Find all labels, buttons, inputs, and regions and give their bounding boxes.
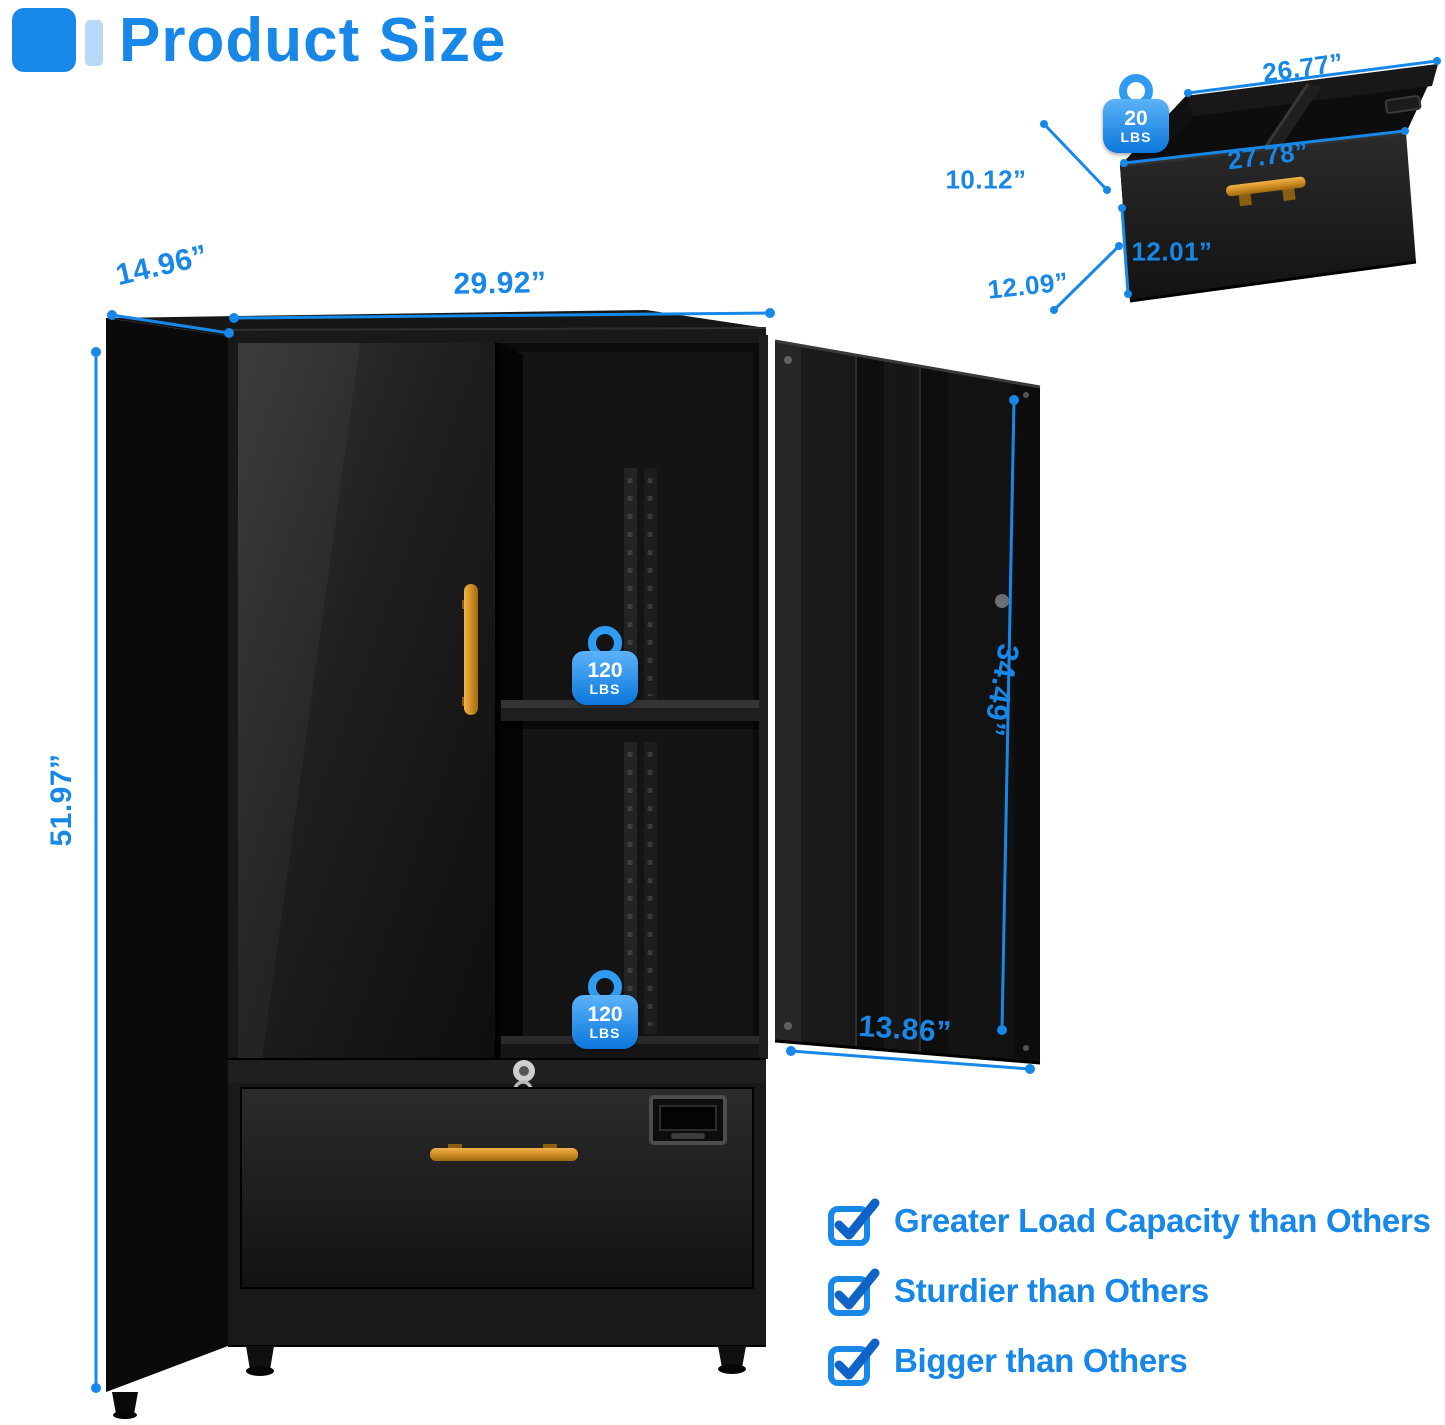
checkbox-check-icon	[828, 1268, 880, 1316]
feature-label: Greater Load Capacity than Others	[894, 1202, 1431, 1239]
drawer-back-height-label: 10.12”	[945, 164, 1027, 195]
feature-list: Greater Load Capacity than Others Sturdi…	[826, 1196, 1431, 1386]
checkbox-check-icon	[828, 1338, 880, 1386]
feature-item: Bigger than Others	[826, 1336, 1431, 1386]
capacity-value: 20	[1124, 106, 1148, 130]
title-accent-square-icon	[12, 8, 76, 72]
label-holder	[649, 1095, 727, 1145]
weight-body-icon: 20 LBS	[1103, 99, 1169, 153]
leveling-feet	[112, 1346, 746, 1419]
feature-label: Sturdier than Others	[894, 1272, 1209, 1309]
dimension-lines	[91, 57, 1441, 1393]
cabinet-height-label: 51.97”	[45, 753, 78, 847]
feature-item: Greater Load Capacity than Others	[826, 1196, 1431, 1246]
drawer-capacity-badge: 20 LBS	[1103, 74, 1169, 153]
checkbox-check-icon	[828, 1198, 880, 1246]
title-accent-bar-icon	[85, 20, 103, 66]
capacity-value: 120	[587, 658, 623, 682]
cabinet-illustration	[106, 310, 768, 1419]
shelf-capacity-badge-bottom: 120 LBS	[572, 970, 638, 1049]
drawer-handle	[430, 1144, 578, 1161]
cabinet-width-label: 29.92”	[453, 266, 547, 301]
feature-item: Sturdier than Others	[826, 1266, 1431, 1316]
capacity-value: 120	[587, 1002, 623, 1026]
drawer-detail-handle	[1226, 176, 1306, 207]
capacity-unit: LBS	[589, 680, 621, 697]
shelf-capacity-badge-top: 120 LBS	[572, 626, 638, 705]
weight-body-icon: 120 LBS	[572, 995, 638, 1049]
weight-body-icon: 120 LBS	[572, 651, 638, 705]
open-door-illustration	[774, 339, 1041, 1065]
page-title: Product Size	[119, 6, 507, 75]
door-width-label: 13.86”	[857, 1009, 953, 1050]
door-handle	[462, 584, 478, 715]
drawer-front-height-label: 12.01”	[1131, 236, 1213, 267]
feature-label: Bigger than Others	[894, 1342, 1188, 1379]
capacity-unit: LBS	[1120, 128, 1152, 145]
header: Product Size	[12, 8, 507, 74]
capacity-unit: LBS	[589, 1024, 621, 1041]
